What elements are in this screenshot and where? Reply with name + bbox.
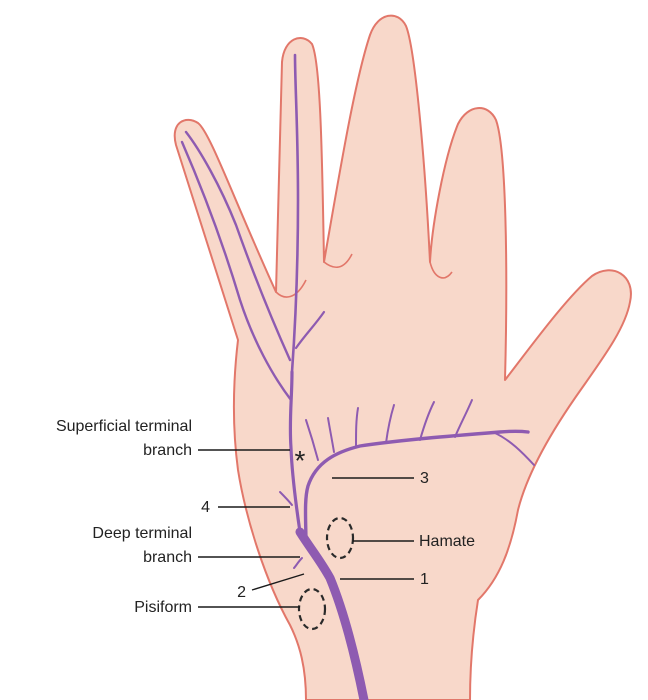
- deep-branch-label-line1: Deep terminal: [92, 525, 192, 542]
- superficial-branch-label-line2: branch: [143, 442, 192, 459]
- superficial-branch-label-line1: Superficial terminal: [56, 418, 192, 435]
- label-4: 4: [201, 499, 210, 516]
- pisiform-label: Pisiform: [134, 599, 192, 616]
- label-2: 2: [237, 584, 246, 601]
- label-1: 1: [420, 571, 429, 588]
- deep-branch-label-line2: branch: [143, 549, 192, 566]
- label-3: 3: [420, 470, 429, 487]
- hamate-label: Hamate: [419, 533, 475, 550]
- asterisk-marker: *: [295, 445, 306, 476]
